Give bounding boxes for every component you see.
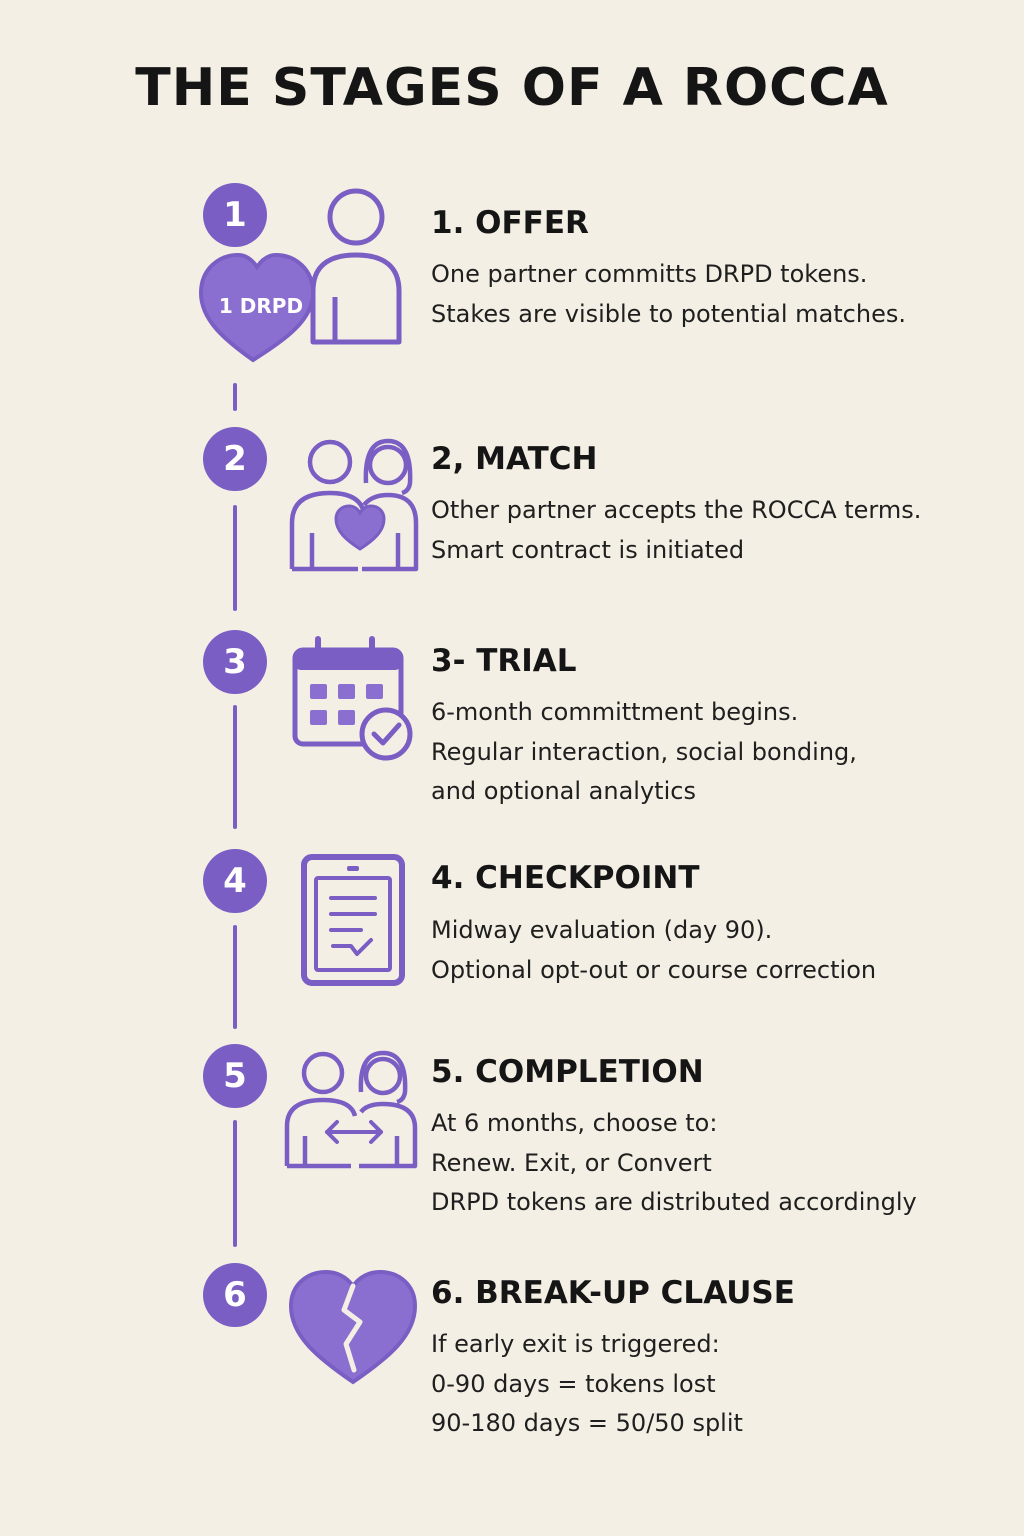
- step-description-line: Other partner accepts the ROCCA terms.: [431, 496, 922, 524]
- step-number-badge: 4: [203, 849, 267, 913]
- step-title: 4. CHECKPOINT: [431, 860, 700, 896]
- step-title: 5. COMPLETION: [431, 1054, 704, 1090]
- step-description-line: DRPD tokens are distributed accordingly: [431, 1188, 917, 1216]
- step-description-line: If early exit is triggered:: [431, 1330, 720, 1358]
- step-description-line: Optional opt-out or course correction: [431, 955, 877, 984]
- step-number-badge: 1: [203, 183, 267, 247]
- step-title: 1. OFFER: [431, 205, 589, 241]
- step-description-line: 0-90 days = tokens lost: [431, 1369, 716, 1398]
- tablet-checklist-icon: [301, 854, 405, 986]
- page-title: THE STAGES OF A ROCCA: [135, 58, 889, 118]
- step-number-badge: 5: [203, 1044, 267, 1108]
- couple-exchange-icon: [284, 1050, 418, 1169]
- step-description-line: At 6 months, choose to:: [431, 1109, 718, 1137]
- step-description: Midway evaluation (day 90). Optional opt…: [431, 911, 876, 990]
- step-description-line: Midway evaluation (day 90).: [431, 916, 773, 944]
- timeline-connector: [233, 505, 237, 611]
- step-description: Other partner accepts the ROCCA terms. S…: [431, 491, 921, 570]
- step-number-badge: 6: [203, 1263, 267, 1327]
- step-title: 6. BREAK-UP CLAUSE: [431, 1275, 795, 1311]
- calendar-check-icon: [292, 636, 413, 761]
- step-description-line: 90-180 days = 50/50 split: [431, 1409, 743, 1437]
- step-description-line: 6-month committment begins.: [431, 698, 799, 726]
- step-title: 2, MATCH: [431, 441, 598, 477]
- timeline-connector: [233, 925, 237, 1029]
- step-description-line: Smart contract is initiated: [431, 535, 745, 564]
- heart-person-icon: [198, 188, 402, 363]
- step-description-line: and optional analytics: [431, 777, 696, 805]
- timeline-connector: [233, 383, 237, 411]
- step-description: If early exit is triggered: 0-90 days = …: [431, 1325, 743, 1444]
- step-description-line: Regular interaction, social bonding,: [431, 737, 857, 766]
- step-title: 3- TRIAL: [431, 643, 577, 679]
- step-description-line: Stakes are visible to potential matches.: [431, 299, 906, 328]
- token-amount-label: 1 DRPD: [218, 294, 304, 318]
- step-description-line: Renew. Exit, or Convert: [431, 1148, 712, 1177]
- step-description-line: One partner committs DRPD tokens.: [431, 260, 868, 288]
- step-description: 6-month committment begins. Regular inte…: [431, 693, 857, 812]
- broken-heart-icon: [288, 1270, 418, 1385]
- step-number-badge: 3: [203, 630, 267, 694]
- timeline-connector: [233, 1120, 237, 1247]
- step-number-badge: 2: [203, 427, 267, 491]
- step-description: At 6 months, choose to: Renew. Exit, or …: [431, 1104, 917, 1223]
- step-description: One partner committs DRPD tokens. Stakes…: [431, 255, 906, 334]
- couple-heart-icon: [289, 438, 419, 572]
- timeline-connector: [233, 705, 237, 829]
